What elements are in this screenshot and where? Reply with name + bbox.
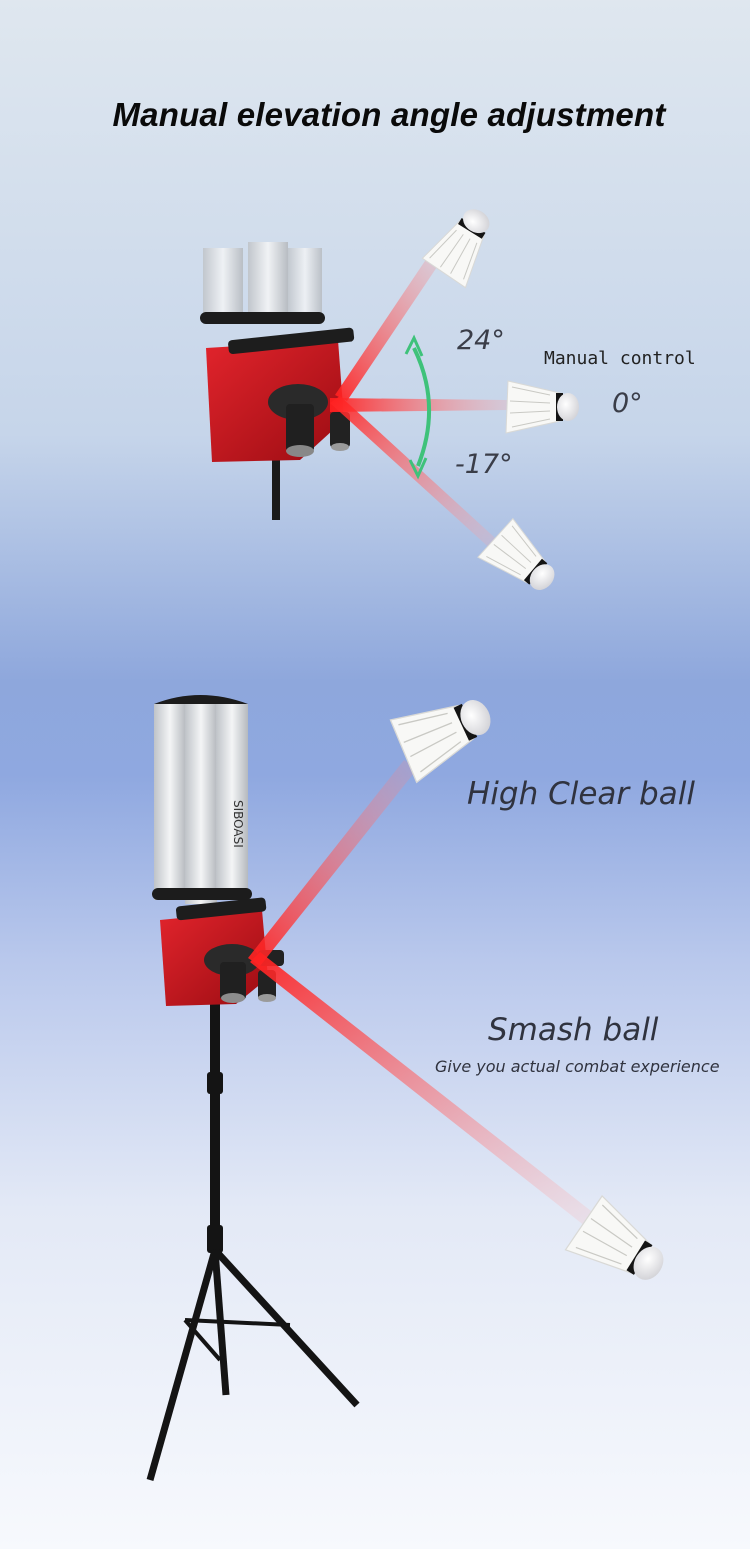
- manual-control-label: Manual control: [544, 348, 696, 369]
- high-clear-label: High Clear ball: [467, 776, 695, 812]
- smash-caption: Give you actual combat experience: [435, 1057, 720, 1076]
- angle-up-label: 24°: [457, 325, 505, 356]
- shuttle-down-icon: [477, 516, 568, 605]
- page-title: Manual elevation angle adjustment: [112, 96, 666, 133]
- beam-high-clear: [248, 760, 418, 966]
- bottom-machine: SIBOASI: [146, 695, 360, 1481]
- svg-text:SIBOASI: SIBOASI: [231, 800, 245, 848]
- angle-arc-arrow: [412, 347, 431, 467]
- shuttle-up-icon: [420, 197, 505, 289]
- angle-zero-label: 0°: [612, 388, 643, 419]
- shuttle-flat-icon: [505, 380, 580, 434]
- top-machine: [200, 242, 355, 520]
- smash-label: Smash ball: [488, 1012, 659, 1048]
- beam-smash: [250, 952, 600, 1230]
- angle-down-label: -17°: [455, 449, 513, 480]
- beam-up: [335, 249, 445, 401]
- beam-flat: [330, 398, 512, 412]
